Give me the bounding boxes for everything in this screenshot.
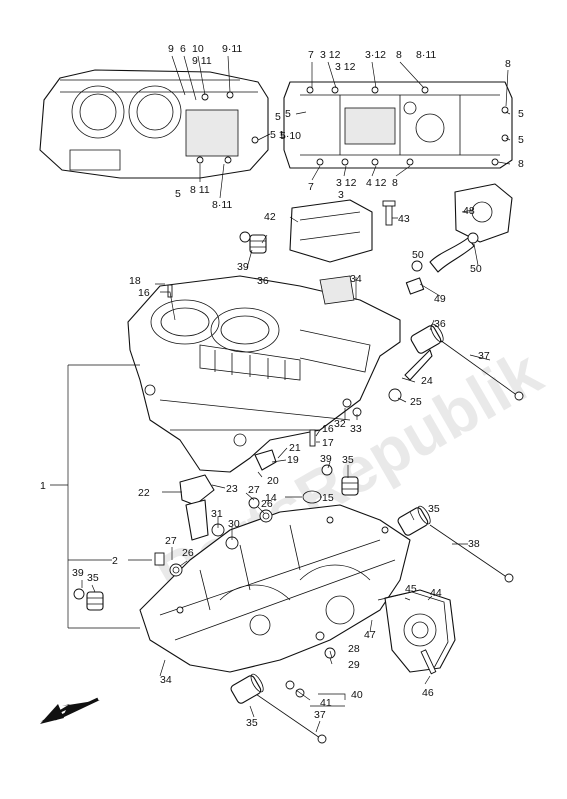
label-9: 9 [168, 43, 174, 55]
label-3-12-b: 3 12 [335, 61, 356, 73]
callout-2: 2 [112, 555, 118, 567]
callout-46: 46 [422, 687, 434, 699]
callout-27-b: 27 [165, 535, 177, 547]
callout-36-a: 36 [257, 275, 269, 287]
callout-37-b: 37 [314, 709, 326, 721]
callout-32: 32 [334, 418, 346, 430]
callout-48: 48 [463, 205, 475, 217]
callout-33: 33 [350, 423, 362, 435]
callout-49: 49 [434, 293, 446, 305]
callout-17: 17 [322, 437, 334, 449]
callout-34-a: 34 [350, 273, 362, 285]
callout-37-a: 37 [478, 350, 490, 362]
label-4-12: 4 12 [366, 177, 387, 189]
bolt-46 [420, 649, 437, 675]
label-5-e: 5 [518, 134, 524, 146]
callout-50-a: 50 [412, 249, 424, 261]
callout-labels: 1 2 14 15 16 16 17 18 19 20 21 22 23 24 … [40, 205, 490, 729]
callout-35-c: 35 [87, 572, 99, 584]
callout-26-a: 26 [261, 498, 273, 510]
callout-39-a: 39 [237, 261, 249, 273]
clamp-50 [411, 232, 479, 272]
callout-39-b: 39 [320, 453, 332, 465]
label-3-12-a: 3 12 [320, 49, 341, 61]
callout-28: 28 [348, 643, 360, 655]
label-6: 6 [180, 43, 186, 55]
callout-35-b: 35 [428, 503, 440, 515]
label-8-11: 8·11 [416, 49, 436, 61]
label-5-d: 5 [518, 108, 524, 120]
label-9-11-b: 9 11 [192, 55, 212, 67]
cover-48 [454, 183, 513, 243]
callout-29: 29 [348, 659, 360, 671]
bushings [86, 234, 444, 704]
bolt-43 [382, 200, 396, 226]
callout-30: 30 [228, 518, 240, 530]
label-9-11-a: 9·11 [222, 43, 242, 55]
label-5-a: 5 [175, 188, 181, 200]
label-8-11-a: 8 11 [190, 184, 210, 196]
callout-31: 31 [211, 508, 223, 520]
label-3-12-c: 3·12 [365, 49, 386, 61]
upper-crankcase-top-view [39, 69, 269, 179]
callout-23: 23 [226, 483, 238, 495]
callout-36-b: 36 [434, 318, 446, 330]
label-8-d: 8 [392, 177, 398, 189]
callout-35-a: 35 [342, 454, 354, 466]
callout-39-c: 39 [72, 567, 84, 579]
label-5-b: 5 [275, 111, 281, 123]
long-bolts [249, 339, 524, 744]
callout-42: 42 [264, 211, 276, 223]
lower-crankcase-bottom-view [283, 81, 513, 169]
callout-26-b: 26 [182, 547, 194, 559]
callout-27-a: 27 [248, 484, 260, 496]
label-3-12-d: 3 12 [336, 177, 357, 189]
label-5-10-b: 5·10 [280, 130, 301, 142]
callout-1: 1 [40, 480, 46, 492]
label-3-b: 3 [338, 189, 344, 201]
hose-49 [405, 237, 475, 295]
gasket-45 [377, 591, 449, 669]
label-8-c: 8 [518, 158, 524, 170]
callout-50-b: 50 [470, 263, 482, 275]
callout-43: 43 [398, 213, 410, 225]
callout-19: 19 [287, 454, 299, 466]
callout-34-b: 34 [160, 674, 172, 686]
callout-22: 22 [138, 487, 150, 499]
label-8-b: 8 [505, 58, 511, 70]
callout-40: 40 [351, 689, 363, 701]
side-cover-44 [384, 589, 456, 673]
callout-41: 41 [320, 697, 332, 709]
lower-crankcase [139, 504, 411, 673]
front-direction-arrow-icon [40, 697, 100, 724]
top-left-labels: 9 6 10 9·11 9 11 8 11 5 5 10 8·11 5 [168, 43, 291, 211]
callout-44: 44 [430, 587, 442, 599]
label-8-11-b: 8·11 [212, 199, 232, 211]
callout-35-d: 35 [246, 717, 258, 729]
label-7-a: 7 [308, 49, 314, 61]
callout-25: 25 [410, 396, 422, 408]
callout-38: 38 [468, 538, 480, 550]
callout-15: 15 [322, 492, 334, 504]
callout-18: 18 [129, 275, 141, 287]
callout-16-a: 16 [138, 287, 150, 299]
callout-24: 24 [421, 375, 433, 387]
group-bracket-1 [50, 364, 152, 629]
leader-lines [81, 209, 491, 733]
label-8-a: 8 [396, 49, 402, 61]
callout-47: 47 [364, 629, 376, 641]
callout-21: 21 [289, 442, 301, 454]
callout-14: 14 [265, 492, 277, 504]
label-5-c: 5 [285, 108, 291, 120]
callout-20: 20 [267, 475, 279, 487]
label-10: 10 [192, 43, 204, 55]
small-parts [73, 231, 433, 698]
label-7-b: 7 [308, 181, 314, 193]
callout-16-b: 16 [322, 423, 334, 435]
callout-45: 45 [405, 583, 417, 595]
breather-cover-42 [289, 199, 373, 263]
